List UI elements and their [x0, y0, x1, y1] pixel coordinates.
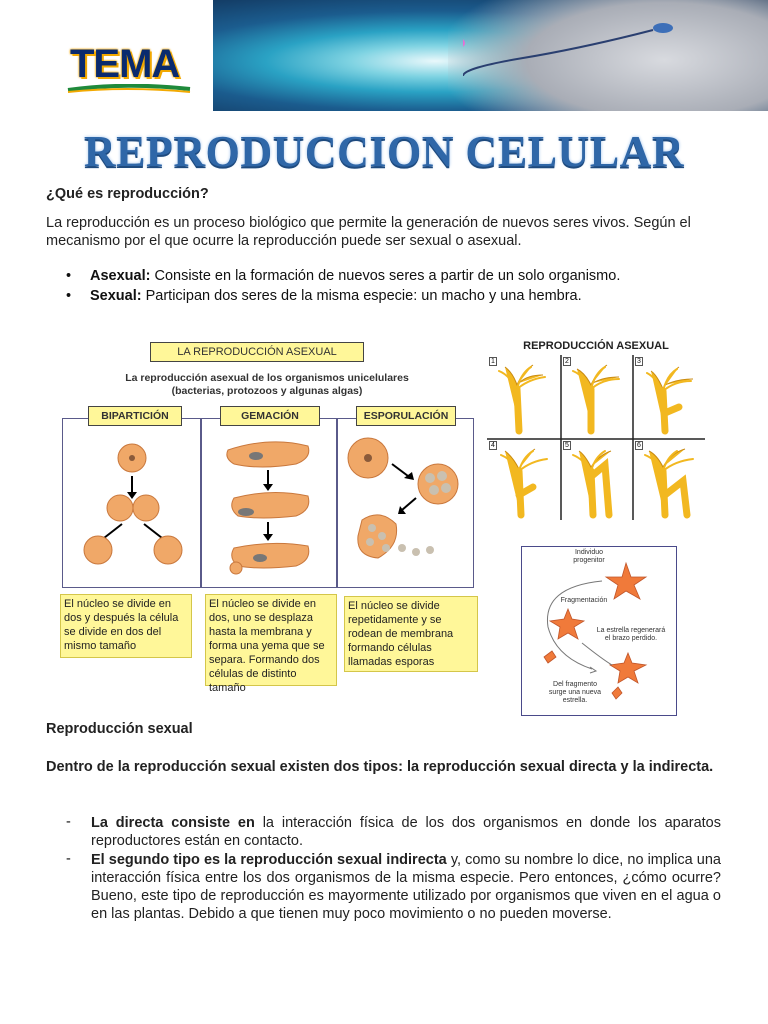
- logo-swoosh-icon: [67, 84, 191, 93]
- logo-text: TEMA: [70, 42, 180, 86]
- gemacion-illustration: [226, 441, 310, 575]
- panel-number: 5: [563, 441, 571, 450]
- asexual-reproduction-diagram: LA REPRODUCCIÓN ASEXUAL La reproducción …: [60, 336, 478, 694]
- label-gemacion: GEMACIÓN: [220, 406, 320, 426]
- label-biparticion: BIPARTICIÓN: [88, 406, 182, 426]
- panel-number: 2: [563, 357, 571, 366]
- header-banner-image: [213, 0, 768, 111]
- caption-line: Del fragmento: [553, 681, 597, 688]
- question-heading: ¿Qué es reproducción?: [46, 186, 209, 202]
- panel-number: 1: [489, 357, 497, 366]
- sexual-item-directa: La directa consiste en la interacción fí…: [91, 814, 721, 850]
- diagram-header: LA REPRODUCCIÓN ASEXUAL: [150, 342, 364, 362]
- list-item: Sexual: Participan dos seres de la misma…: [46, 286, 620, 306]
- panel-number: 4: [489, 441, 497, 450]
- bullet-text: Participan dos seres de la misma especie…: [141, 288, 582, 304]
- label-esporulacion: ESPORULACIÓN: [356, 406, 456, 426]
- caption-line: Individuo: [574, 549, 604, 556]
- column-divider: [336, 418, 338, 588]
- label-individuo-progenitor: Individuo progenitor: [564, 549, 614, 565]
- item-text: la interacción física de los dos organis…: [91, 815, 721, 849]
- tema-logo: TEMA: [66, 40, 192, 94]
- cell-division-illustration: [83, 437, 459, 575]
- panel-number: 6: [635, 441, 643, 450]
- label-fragmentacion: Fragmentación: [560, 597, 608, 604]
- hydra-budding-figure: REPRODUCCIÓN ASEXUAL 1 2 3 4: [487, 337, 705, 520]
- biparticion-note: El núcleo se divide en dos y después la …: [60, 594, 192, 658]
- diagram-subtitle-line: La reproducción asexual de los organismo…: [125, 372, 409, 384]
- sexual-item-indirecta: El segundo tipo es la reproducción sexua…: [91, 851, 721, 923]
- diagram-subtitle: La reproducción asexual de los organismo…: [100, 372, 434, 398]
- caption-line: La estrella regenerará: [596, 627, 666, 634]
- esporulacion-illustration: [347, 437, 459, 559]
- intro-paragraph: La reproducción es un proceso biológico …: [46, 215, 691, 249]
- starfish-illustration: [543, 561, 648, 700]
- hydra-figure-title: REPRODUCCIÓN ASEXUAL: [523, 340, 669, 352]
- gemacion-note: El núcleo se divide en dos, uno se despl…: [205, 594, 337, 694]
- sexual-heading: Reproducción sexual: [46, 721, 193, 737]
- reproduction-types-list: Asexual: Consiste en la formación de nue…: [46, 266, 620, 306]
- caption-line: progenitor: [573, 557, 605, 564]
- item-text: y, como su nombre lo dice, no implica un…: [91, 852, 721, 922]
- esporulacion-note: El núcleo se divide repetidamente y se r…: [344, 596, 478, 672]
- item-term: La directa consiste en: [91, 815, 255, 831]
- list-item: Asexual: Consiste en la formación de nue…: [46, 266, 620, 286]
- dash-marker: -: [66, 814, 71, 830]
- item-term: El segundo tipo es la reproducción sexua…: [91, 852, 447, 868]
- caption-line: el brazo perdido.: [604, 635, 658, 642]
- starfish-fragmentation-figure: Individuo progenitor Fragmentación La es…: [521, 546, 677, 716]
- biparticion-illustration: [83, 443, 183, 565]
- label-regeneracion: La estrella regenerará el brazo perdido.: [588, 627, 674, 643]
- caption-line: estrella.: [562, 697, 588, 704]
- label-nueva-estrella: Del fragmento surge una nueva estrella.: [542, 681, 608, 705]
- diagram-subtitle-line: (bacterias, protozoos y algunas algas): [171, 385, 363, 397]
- column-divider: [200, 418, 202, 588]
- bullet-term: Asexual:: [90, 268, 151, 284]
- bullet-term: Sexual:: [90, 288, 142, 304]
- sperm-cell-icon: [463, 23, 673, 77]
- hydra-panels-illustration: [487, 355, 705, 520]
- page-title: REPRODUCCION CELULAR: [83, 127, 685, 176]
- sexual-intro: Dentro de la reproducción sexual existen…: [46, 759, 714, 775]
- panel-number: 3: [635, 357, 643, 366]
- dash-marker: -: [66, 851, 71, 867]
- bullet-text: Consiste en la formación de nuevos seres…: [150, 268, 621, 284]
- caption-line: surge una nueva: [548, 689, 602, 696]
